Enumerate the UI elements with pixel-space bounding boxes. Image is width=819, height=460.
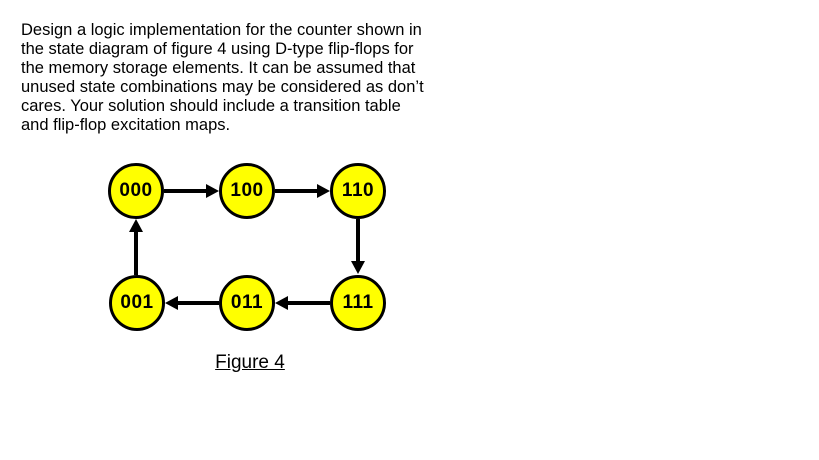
state-100-label: 100 [230, 180, 264, 201]
figure-caption: Figure 4 [215, 352, 285, 373]
state-001: 001 [109, 275, 165, 331]
state-000-label: 000 [119, 180, 153, 201]
arrow-line [178, 301, 219, 305]
state-111: 111 [330, 275, 386, 331]
arrowhead-right-icon [206, 184, 219, 198]
state-011-label: 011 [230, 292, 264, 313]
arrowhead-down-icon [351, 261, 365, 274]
state-011: 011 [219, 275, 275, 331]
arrow-line [164, 189, 207, 193]
problem-line: Design a logic implementation for the co… [21, 21, 422, 39]
state-110: 110 [330, 163, 386, 219]
state-110-label: 110 [341, 180, 375, 201]
state-001-label: 001 [120, 292, 154, 313]
problem-line: cares. Your solution should include a tr… [21, 97, 401, 115]
state-100: 100 [219, 163, 275, 219]
arrow-line [134, 232, 138, 275]
arrow-line [356, 219, 360, 262]
problem-line: and flip-flop excitation maps. [21, 116, 231, 134]
problem-statement: Design a logic implementation for the co… [21, 21, 491, 135]
arrowhead-up-icon [129, 219, 143, 232]
arrow-line [275, 189, 318, 193]
arrowhead-left-icon [165, 296, 178, 310]
arrow-line [288, 301, 330, 305]
problem-line: the memory storage elements. It can be a… [21, 59, 416, 77]
state-111-label: 111 [342, 292, 374, 313]
arrowhead-left-icon [275, 296, 288, 310]
arrowhead-right-icon [317, 184, 330, 198]
problem-line: the state diagram of figure 4 using D-ty… [21, 40, 414, 58]
state-000: 000 [108, 163, 164, 219]
problem-line: unused state combinations may be conside… [21, 78, 424, 96]
